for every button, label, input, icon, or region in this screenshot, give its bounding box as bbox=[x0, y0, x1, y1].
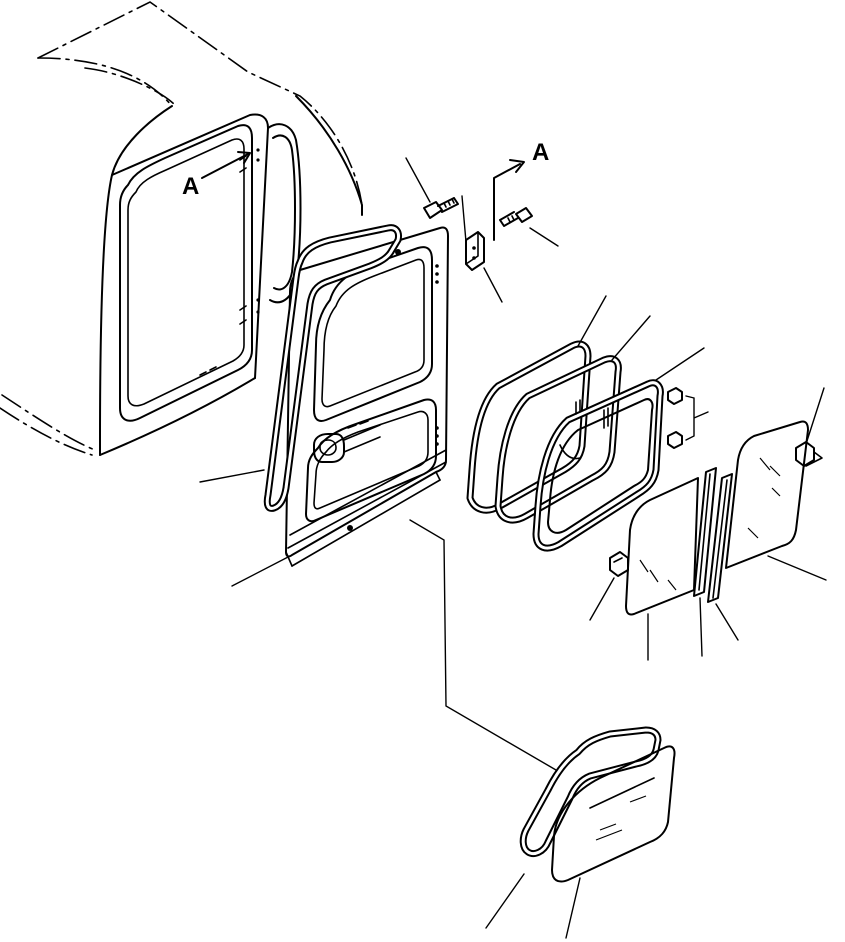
glass-panes bbox=[589, 387, 827, 661]
window-seal-frames bbox=[466, 295, 709, 552]
cab-body: A bbox=[0, 1, 363, 456]
door-leaders bbox=[199, 469, 291, 587]
section-label-a-left: A bbox=[182, 173, 199, 200]
section-label-a-right: A bbox=[532, 139, 549, 166]
lower-window-assembly bbox=[409, 519, 676, 939]
door-panel bbox=[263, 224, 449, 567]
hinge-bolts: A bbox=[405, 139, 559, 303]
